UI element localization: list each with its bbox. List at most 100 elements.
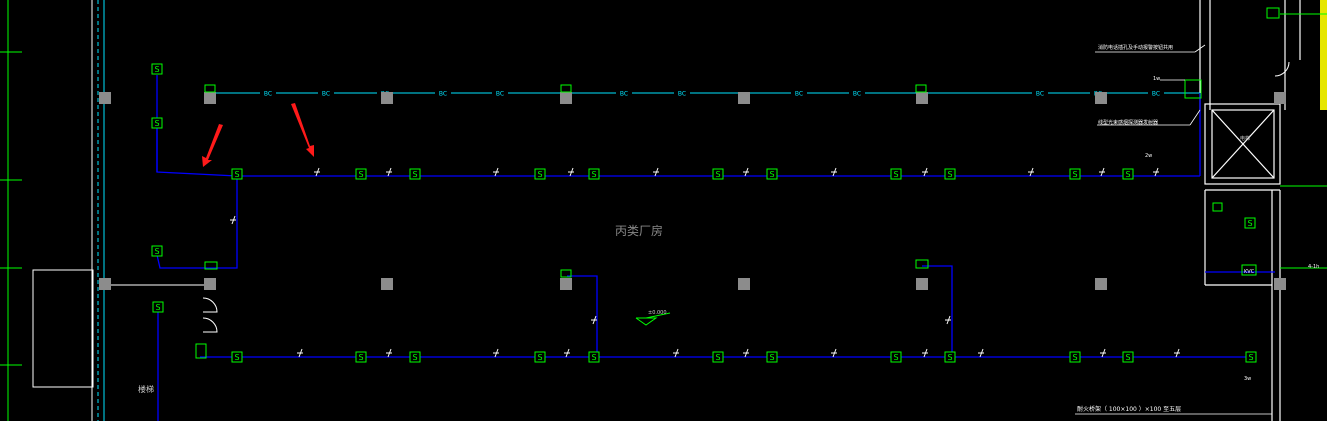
wire-tick (673, 348, 679, 358)
svg-text:S: S (155, 303, 160, 312)
column (99, 278, 111, 290)
wire-tick (831, 167, 837, 177)
bus-label: BC (496, 91, 504, 98)
wire-tick (743, 167, 749, 177)
bus-label: BC (853, 91, 861, 98)
svg-text:S: S (947, 170, 952, 179)
column (99, 92, 111, 104)
svg-text:S: S (769, 170, 774, 179)
smoke-detector: S (534, 351, 546, 363)
bus-label: BC (678, 91, 686, 98)
wire-tick (1028, 167, 1034, 177)
column (204, 278, 216, 290)
svg-text:S: S (412, 170, 417, 179)
bus-label: BC (1036, 91, 1044, 98)
column (1274, 278, 1286, 290)
svg-text:S: S (154, 247, 159, 256)
smoke-detector: S (712, 168, 724, 180)
smoke-detector: S (231, 351, 243, 363)
svg-text:S: S (1247, 219, 1252, 228)
svg-text:S: S (1248, 353, 1253, 362)
wire-tick (297, 348, 303, 358)
bus-label-bg (260, 89, 276, 97)
bus-label-bg (492, 89, 508, 97)
red-arrow-annotations (202, 103, 314, 167)
wire-tick (230, 215, 236, 225)
bus-label: BC (264, 91, 272, 98)
level-mark-symbol (635, 312, 671, 326)
smoke-detector: S (1122, 168, 1134, 180)
wire-tick (493, 348, 499, 358)
level-mark-label: ±0.000 (648, 310, 667, 316)
svg-text:S: S (1072, 353, 1077, 362)
wire-tick (1100, 348, 1106, 358)
wire-tick (591, 315, 597, 325)
smoke-detector: S (1069, 351, 1081, 363)
note-mid: 线型光束感烟探测器发射器 (1098, 119, 1158, 126)
column (1095, 278, 1107, 290)
bus-label-bg (318, 89, 334, 97)
door-swings (202, 61, 1290, 333)
svg-text:S: S (893, 353, 898, 362)
column (916, 278, 928, 290)
tag-kvc: KVC (1244, 269, 1255, 275)
smoke-detector: S (944, 168, 956, 180)
smoke-detector: S (1245, 351, 1257, 363)
wire-tick (1099, 167, 1105, 177)
svg-text:S: S (412, 353, 417, 362)
smoke-detector: S (1069, 168, 1081, 180)
right-panel-legend (1280, 0, 1327, 269)
column (916, 92, 928, 104)
stair-label: 楼梯 (138, 384, 154, 394)
wiring (156, 75, 1275, 421)
bus-label-bg (791, 89, 807, 97)
smoke-detector: S (890, 168, 902, 180)
tray-label: 耐火桥架（ 100×100 ）×100 至五层 (1077, 405, 1181, 413)
svg-text:S: S (537, 170, 542, 179)
bus-label-bg (616, 89, 632, 97)
tag-2w: 2w (1145, 153, 1152, 159)
column (738, 92, 750, 104)
column (204, 92, 216, 104)
wire-tick (493, 167, 499, 177)
wire-tick (1174, 348, 1180, 358)
tag-4w: 4-1h (1308, 264, 1319, 270)
smoke-detector: S (890, 351, 902, 363)
smoke-detector: S (712, 351, 724, 363)
svg-text:S: S (154, 119, 159, 128)
svg-text:S: S (234, 353, 239, 362)
smoke-detector: S (152, 301, 164, 313)
svg-text:S: S (537, 353, 542, 362)
left-wall (32, 0, 210, 421)
wire-tick (564, 348, 570, 358)
svg-text:S: S (769, 353, 774, 362)
svg-text:S: S (591, 353, 596, 362)
bus-label: BC (620, 91, 628, 98)
smoke-detector: S (588, 351, 600, 363)
bus-label: BC (322, 91, 330, 98)
wire-tick (386, 167, 392, 177)
bus-label-bg (849, 89, 865, 97)
column (1095, 92, 1107, 104)
svg-text:S: S (591, 170, 596, 179)
wire-tick (568, 167, 574, 177)
wire-tick (922, 167, 928, 177)
smoke-detector: S (151, 63, 163, 75)
svg-text:S: S (1072, 170, 1077, 179)
structural-columns (99, 92, 1286, 290)
column (560, 92, 572, 104)
wire-count-ticks (230, 167, 1180, 358)
smoke-detector: S (534, 168, 546, 180)
wire-tick (653, 167, 659, 177)
wire-tick (978, 348, 984, 358)
column (1274, 92, 1286, 104)
smoke-detector: S (355, 168, 367, 180)
smoke-detector: S (355, 351, 367, 363)
bus-label: BC (795, 91, 803, 98)
bus-label-bg (435, 89, 451, 97)
smoke-detector: S (409, 351, 421, 363)
svg-text:S: S (358, 170, 363, 179)
wire-tick (922, 348, 928, 358)
